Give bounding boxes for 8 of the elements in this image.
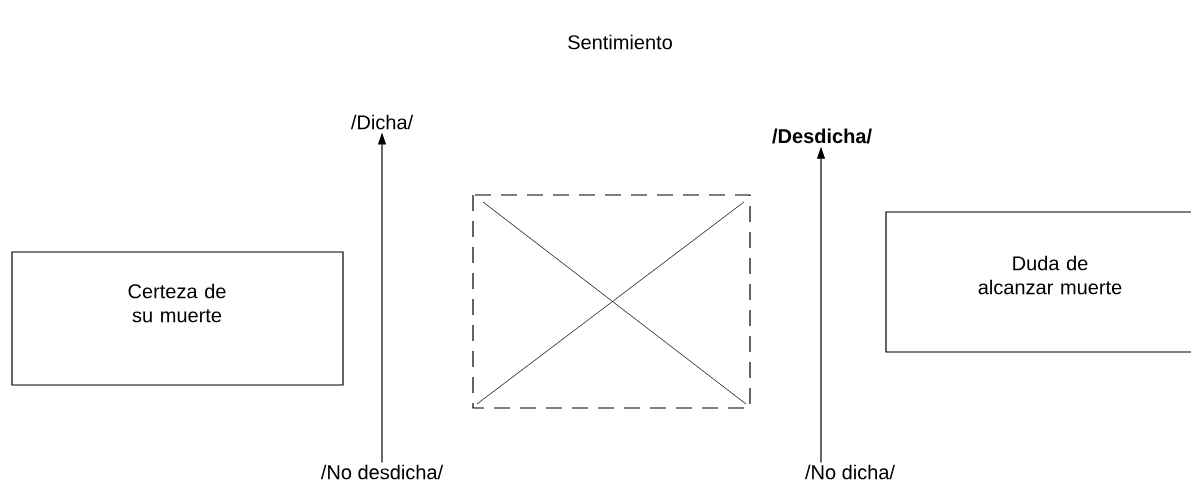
text-box: Certeza de su muerte xyxy=(11,251,344,386)
title: Sentimiento xyxy=(568,34,672,50)
opposition-term: /Dicha/ xyxy=(350,114,414,130)
opposition-term: /No desdicha/ xyxy=(320,464,444,480)
opposition-term: /No dicha/ xyxy=(805,464,895,480)
opposition-term: /Desdicha/ xyxy=(772,128,872,144)
image-placeholder-drawing xyxy=(472,194,751,409)
text-box: Duda de alcanzar muerte xyxy=(885,211,1191,353)
